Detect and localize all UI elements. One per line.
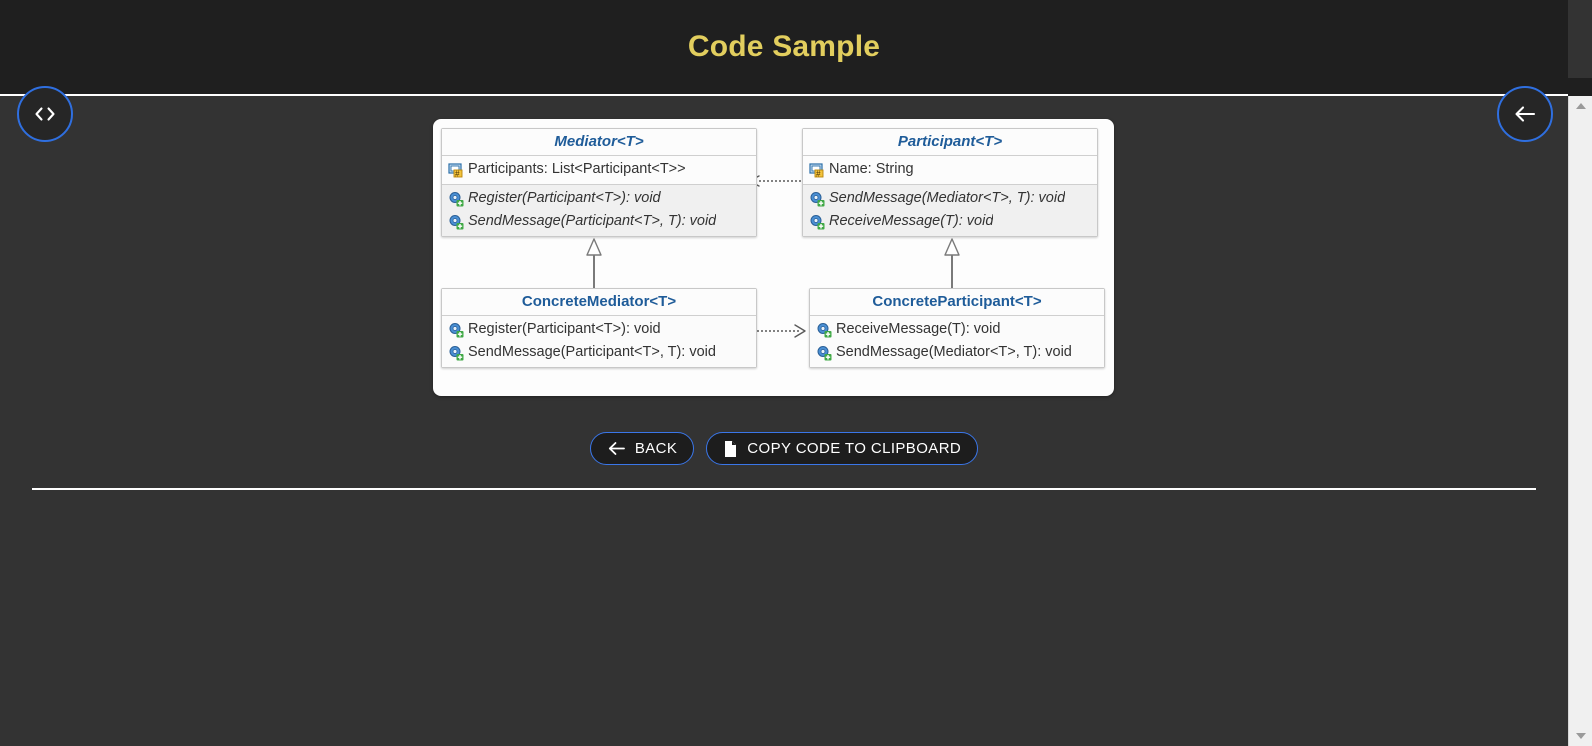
field-icon: # xyxy=(448,162,464,178)
app-header: Code Sample xyxy=(0,0,1568,96)
method-icon xyxy=(809,214,825,230)
method-icon xyxy=(448,322,464,338)
uml-method-section: Register(Participant<T>): void SendMessa… xyxy=(442,185,756,236)
uml-field-row: # Participants: List<Participant<T>> xyxy=(442,158,756,181)
file-copy-icon xyxy=(723,440,738,458)
method-icon xyxy=(448,345,464,361)
uml-method-label: SendMessage(Mediator<T>, T): void xyxy=(829,190,1066,206)
vertical-scrollbar[interactable] xyxy=(1568,96,1592,746)
uml-method-label: ReceiveMessage(T): void xyxy=(836,321,1001,337)
uml-method-row: ReceiveMessage(T): void xyxy=(803,210,1097,233)
uml-field-row: # Name: String xyxy=(803,158,1097,181)
uml-method-row: Register(Participant<T>): void xyxy=(442,318,756,341)
uml-method-label: Register(Participant<T>): void xyxy=(468,190,661,206)
uml-method-row: SendMessage(Mediator<T>, T): void xyxy=(803,187,1097,210)
uml-field-section: # Participants: List<Participant<T>> xyxy=(442,156,756,185)
arrow-left-icon xyxy=(607,441,626,456)
uml-class-concrete-participant[interactable]: ConcreteParticipant<T> ReceiveMessage(T)… xyxy=(809,288,1105,368)
uml-diagram-card: Mediator<T> # Participants: List<Partici… xyxy=(433,119,1114,396)
uml-class-title: ConcreteParticipant<T> xyxy=(810,289,1104,316)
code-brackets-icon xyxy=(34,106,56,122)
uml-method-label: SendMessage(Mediator<T>, T): void xyxy=(836,344,1072,360)
action-button-row: BACK COPY CODE TO CLIPBOARD xyxy=(0,432,1568,465)
uml-class-title: Participant<T> xyxy=(803,129,1097,156)
scrollbar-corner xyxy=(1568,78,1592,96)
uml-class-title: Mediator<T> xyxy=(442,129,756,156)
uml-method-section: SendMessage(Mediator<T>, T): void Receiv… xyxy=(803,185,1097,236)
uml-method-section: ReceiveMessage(T): void SendMessage(Medi… xyxy=(810,316,1104,367)
uml-method-row: SendMessage(Participant<T>, T): void xyxy=(442,341,756,364)
svg-text:#: # xyxy=(816,169,821,178)
uml-class-mediator[interactable]: Mediator<T> # Participants: List<Partici… xyxy=(441,128,757,237)
page-title: Code Sample xyxy=(687,30,881,63)
chevron-up-icon xyxy=(1576,103,1586,109)
chevron-down-icon xyxy=(1576,733,1586,739)
uml-method-label: SendMessage(Participant<T>, T): void xyxy=(468,344,716,360)
scrollbar-thumb[interactable] xyxy=(1571,116,1591,636)
view-code-fab-button[interactable] xyxy=(17,86,73,142)
copy-code-button[interactable]: COPY CODE TO CLIPBOARD xyxy=(706,432,979,465)
method-icon xyxy=(816,322,832,338)
uml-field-label: Participants: List<Participant<T>> xyxy=(468,161,686,177)
svg-text:#: # xyxy=(455,169,460,178)
back-button[interactable]: BACK xyxy=(589,432,695,465)
uml-method-row: ReceiveMessage(T): void xyxy=(810,318,1104,341)
back-button-label: BACK xyxy=(634,440,678,457)
uml-method-label: ReceiveMessage(T): void xyxy=(829,213,994,229)
uml-method-label: SendMessage(Participant<T>, T): void xyxy=(468,213,717,229)
uml-field-section: # Name: String xyxy=(803,156,1097,185)
uml-method-section: Register(Participant<T>): void SendMessa… xyxy=(442,316,756,367)
uml-method-row: SendMessage(Mediator<T>, T): void xyxy=(810,341,1104,364)
uml-connectors xyxy=(586,175,960,338)
method-icon xyxy=(448,191,464,207)
uml-class-participant[interactable]: Participant<T> # Name: String xyxy=(802,128,1098,237)
uml-class-title: ConcreteMediator<T> xyxy=(442,289,756,316)
method-icon xyxy=(448,214,464,230)
uml-class-concrete-mediator[interactable]: ConcreteMediator<T> Register(Participant… xyxy=(441,288,757,368)
uml-field-label: Name: String xyxy=(829,161,914,177)
back-fab-button[interactable] xyxy=(1497,86,1553,142)
method-icon xyxy=(809,191,825,207)
copy-code-button-label: COPY CODE TO CLIPBOARD xyxy=(747,440,962,457)
arrow-left-icon xyxy=(1513,105,1537,123)
uml-method-label: Register(Participant<T>): void xyxy=(468,321,661,337)
uml-method-row: SendMessage(Participant<T>, T): void xyxy=(442,210,756,233)
scroll-up-button[interactable] xyxy=(1569,96,1592,116)
uml-method-row: Register(Participant<T>): void xyxy=(442,187,756,210)
section-divider xyxy=(32,488,1536,490)
method-icon xyxy=(816,345,832,361)
field-icon: # xyxy=(809,162,825,178)
scroll-down-button[interactable] xyxy=(1569,726,1592,746)
